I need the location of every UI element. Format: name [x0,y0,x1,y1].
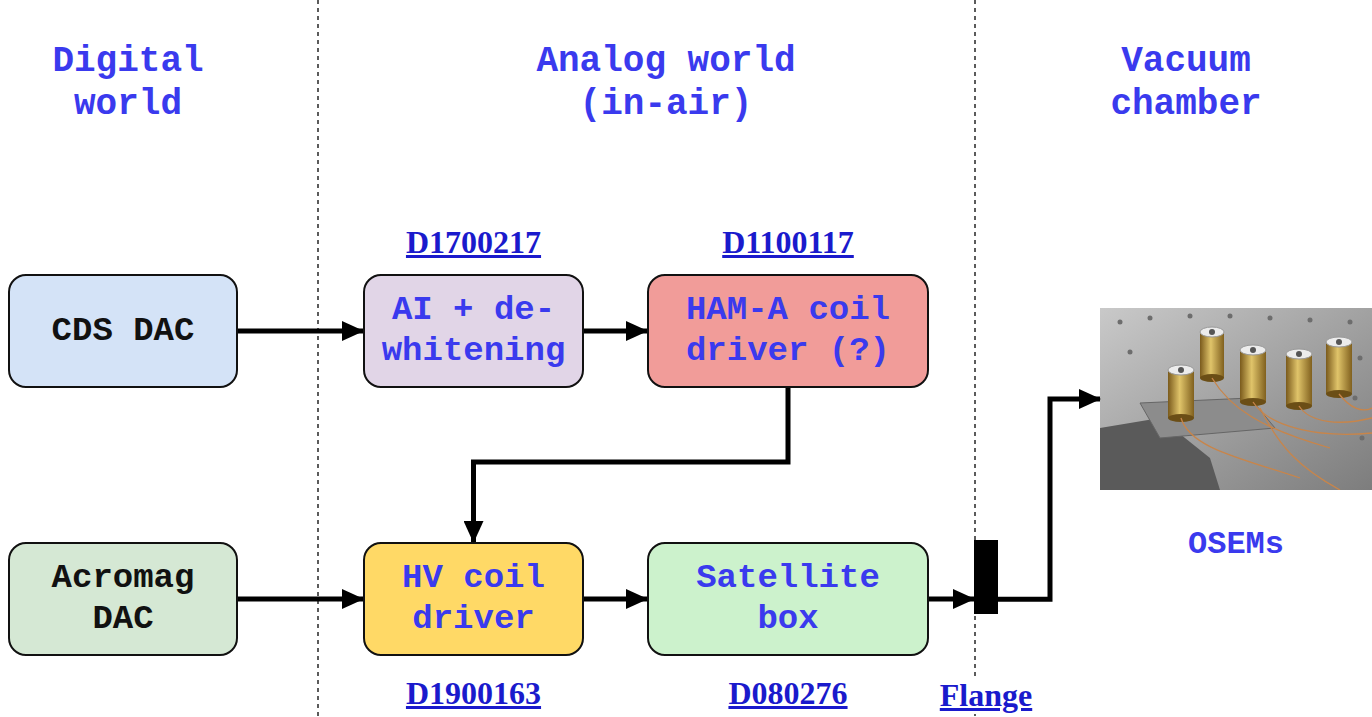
process-box: Satellite boxD080276 [647,542,929,656]
photo-ground [1100,308,1372,490]
box-label: Satellite box [678,558,898,640]
signal-arrow [584,329,647,334]
signal-arrow [238,597,363,602]
process-box: D1700217AI + de-whitening [363,274,584,388]
column-heading: Vacuum chamber [1076,40,1296,126]
signal-arrow [474,388,789,542]
osem-photo [1100,308,1372,490]
part-number: D080276 [728,674,847,712]
signal-arrow [929,597,974,602]
signal-arrow [998,399,1100,599]
box-label: AI + de-whitening [379,290,569,372]
box-label: HAM-A coil driver (?) [678,290,898,372]
process-box: Acromag DAC [8,542,238,656]
signal-arrow [584,597,647,602]
photo-frame: OSEMs [1100,308,1372,490]
box-label: CDS DAC [52,311,195,352]
column-heading: Analog world (in-air) [506,40,826,126]
column-heading: Digital world [13,40,243,126]
process-box: D1100117HAM-A coil driver (?) [647,274,929,388]
process-box: CDS DAC [8,274,238,388]
part-number: Flange [937,676,1035,714]
part-number: D1900163 [406,674,541,712]
divider-line [317,0,319,717]
osem-cylinders [1168,327,1352,422]
node-caption: OSEMs [1188,526,1284,564]
part-number: D1100117 [722,223,854,261]
box-label: HV coil driver [379,558,569,640]
process-box: HV coil driverD1900163 [363,542,584,656]
part-number: D1700217 [406,223,541,261]
signal-arrow [238,329,363,334]
box-label: Acromag DAC [38,558,208,640]
osem-wires [1181,378,1372,490]
flange-bar: Flange [974,540,998,614]
